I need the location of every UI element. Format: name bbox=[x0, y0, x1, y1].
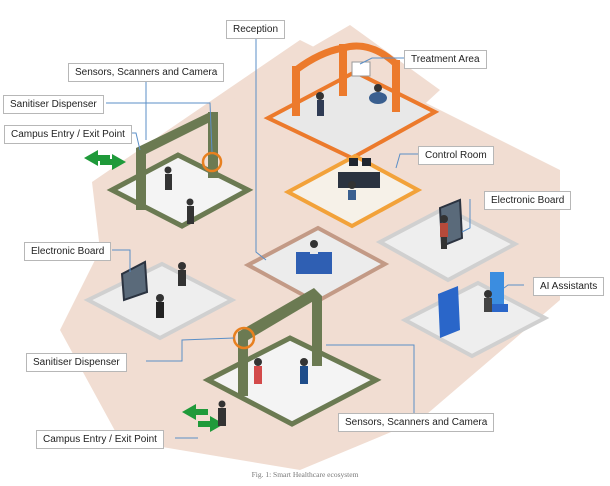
campus-entry-exit-top-label: Campus Entry / Exit Point bbox=[4, 125, 132, 144]
top-entry-arrows-icon bbox=[84, 150, 126, 170]
campus-entry-exit-bottom-label: Campus Entry / Exit Point bbox=[36, 430, 164, 449]
sanitiser-dispenser-bottom-label: Sanitiser Dispenser bbox=[26, 353, 127, 372]
figure-caption: Fig. 1: Smart Healthcare ecosystem bbox=[251, 470, 359, 479]
reception-label: Reception bbox=[226, 20, 286, 39]
electronic-board-right-label: Electronic Board bbox=[484, 191, 572, 210]
treatment-area-label: Treatment Area bbox=[404, 50, 487, 69]
control-room-label: Control Room bbox=[418, 146, 494, 165]
treatment-area-platform bbox=[263, 42, 440, 161]
sensors-scanners-camera-bottom-label: Sensors, Scanners and Camera bbox=[338, 413, 495, 432]
ai-assistants-platform bbox=[400, 272, 550, 359]
right-electronic-board-platform bbox=[375, 198, 520, 283]
bottom-entry-gate-platform bbox=[202, 288, 382, 427]
electronic-board-left-label: Electronic Board bbox=[24, 242, 112, 261]
sanitiser-dispenser-top-label: Sanitiser Dispenser bbox=[3, 95, 104, 114]
left-electronic-board-platform bbox=[83, 260, 237, 341]
bottom-entry-person bbox=[218, 400, 226, 408]
bottom-entry-arrows-icon bbox=[182, 404, 224, 432]
sensors-scanners-camera-top-label: Sensors, Scanners and Camera bbox=[68, 63, 225, 82]
reception-platform bbox=[243, 225, 390, 305]
ai-assistants-label: AI Assistants bbox=[533, 277, 605, 296]
control-room-platform bbox=[283, 153, 423, 229]
top-entry-gate-platform bbox=[106, 112, 254, 229]
